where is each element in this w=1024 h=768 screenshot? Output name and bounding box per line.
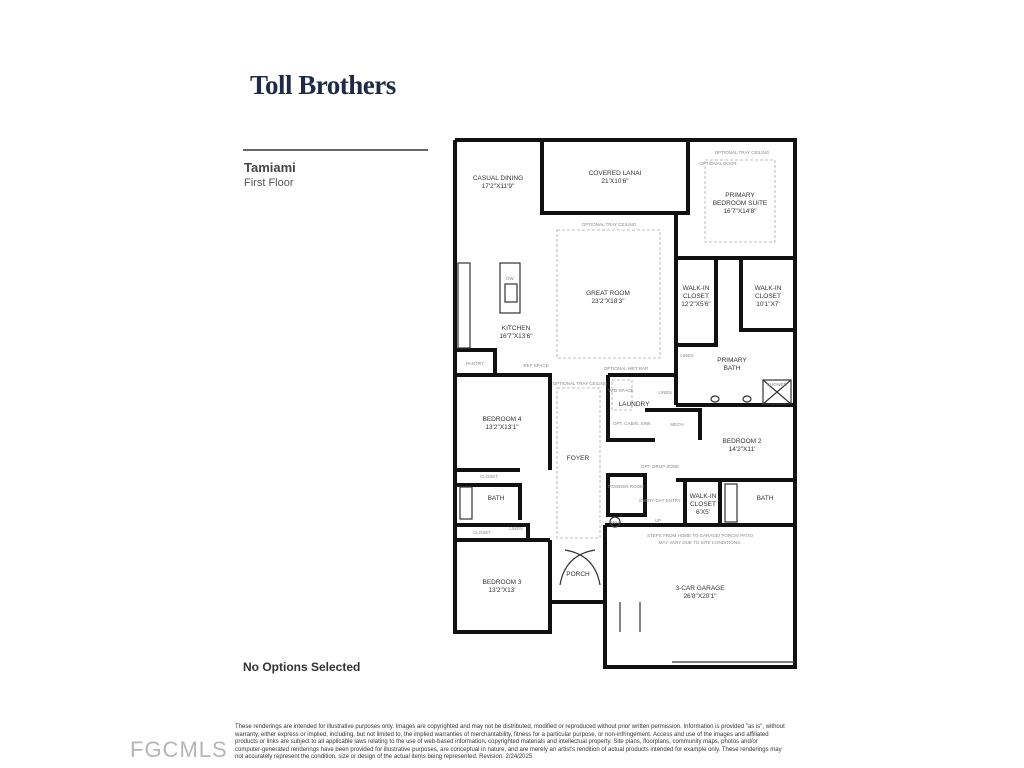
garage-note-1: STEPS FROM HOME TO GARAGE/ PORCH/ PATIO: [647, 533, 753, 538]
label-kitchen: KITCHEN: [502, 325, 531, 332]
label-everyday-entry: EVERY-DAY ENTRY: [639, 498, 681, 503]
size-kitchen: 16'7"X13'6": [499, 333, 533, 340]
disclaimer: These renderings are intended for illust…: [235, 724, 785, 760]
label-great-room: GREAT ROOM: [586, 290, 630, 297]
label-opt-drop: OPT. DROP ZONE: [641, 464, 679, 469]
label-ref-space: REF SPACE: [523, 363, 548, 368]
label-wd-space: W/D SPACE: [609, 388, 634, 393]
label-porch: PORCH: [566, 571, 590, 578]
size-garage: 26'8"X20'1": [683, 593, 717, 600]
label-walk-in-2b: CLOSET: [755, 293, 781, 300]
garage-note-2: MAY VARY DUE TO SITE CONDITIONS.: [659, 540, 741, 545]
label-walk-in-3b: CLOSET: [690, 501, 716, 508]
optional-outlines: [556, 159, 776, 539]
label-linen-1: LINEN: [680, 353, 693, 358]
walls: [453, 138, 797, 669]
label-walk-in-1: WALK-IN: [683, 285, 710, 292]
floor-label: First Floor: [244, 177, 294, 189]
size-bedroom-3: 13'2"X13': [488, 587, 515, 594]
note-wet-bar: OPTIONAL WET BAR: [604, 366, 649, 371]
label-linen-2: LINEN: [658, 390, 671, 395]
label-pantry: PANTRY: [466, 361, 484, 366]
label-linen-3: LINEN: [509, 526, 522, 531]
label-dw: DW: [506, 276, 514, 281]
label-closet-1: CLOSET: [480, 474, 498, 479]
size-walk-in-1: 12'2"X5'6": [681, 301, 711, 308]
note-tray-ceiling-foyer: OPTIONAL TRAY CEILING: [553, 381, 608, 386]
label-closet-2: CLOSET: [473, 530, 491, 535]
size-walk-in-2: 10'1"X7': [756, 301, 780, 308]
label-covered-lanai: COVERED LANAI: [589, 170, 642, 177]
label-primary-bath-2: BATH: [724, 365, 741, 372]
size-casual-dining: 17'2"X11'9": [482, 183, 515, 190]
label-primary-bath: PRIMARY: [717, 357, 747, 364]
label-garage: 3-CAR GARAGE: [675, 585, 725, 592]
label-laundry: LAUNDRY: [619, 401, 651, 408]
divider: [243, 149, 428, 151]
options-status: No Options Selected: [243, 660, 361, 674]
label-bedroom-3: BEDROOM 3: [482, 579, 521, 586]
label-mech: MECH: [670, 422, 683, 427]
watermark: FGCMLS: [130, 737, 228, 762]
label-walk-in-1b: CLOSET: [683, 293, 709, 300]
note-tray-ceiling-top: OPTIONAL TRAY CEILING: [715, 150, 770, 155]
size-bedroom-4: 13'2"X13'1": [485, 424, 519, 431]
label-powder-room: POWDER ROOM: [608, 484, 644, 489]
label-bath-left: BATH: [488, 495, 505, 502]
label-opt-cabinet: OPT. CABIN. SINK: [613, 421, 651, 426]
small-labels: OPTIONAL TRAY CEILING OPTIONAL DOOR OPTI…: [466, 150, 788, 545]
toll-brothers-logo: Toll Brothers: [250, 70, 396, 100]
label-walk-in-2: WALK-IN: [755, 285, 782, 292]
label-bath-right: BATH: [757, 495, 774, 502]
label-bedroom-2: BEDROOM 2: [722, 438, 761, 445]
label-walk-in-3: WALK-IN: [690, 493, 717, 500]
label-casual-dining: CASUAL DINING: [473, 175, 523, 182]
fixtures: [457, 262, 795, 663]
label-wh: WH: [611, 520, 619, 525]
room-labels: CASUAL DINING 17'2"X11'9" COVERED LANAI …: [473, 170, 782, 600]
size-bedroom-2: 14'2"X11': [729, 446, 756, 453]
label-up: UP: [655, 518, 661, 523]
label-primary-suite-2: BEDROOM SUITE: [713, 200, 768, 207]
label-foyer: FOYER: [567, 455, 590, 462]
size-great-room: 23'2"X18'3": [591, 298, 625, 305]
size-primary-suite: 16'7"X14'8": [723, 208, 757, 215]
label-primary-suite: PRIMARY: [725, 192, 755, 199]
size-covered-lanai: 21'X10'6": [601, 178, 629, 185]
label-shower: SHOWER: [767, 382, 788, 387]
note-tray-ceiling-great: OPTIONAL TRAY CEILING: [582, 222, 637, 227]
label-bedroom-4: BEDROOM 4: [482, 416, 521, 423]
plan-name: Tamiami: [244, 160, 296, 175]
size-walk-in-3: 6'X5': [696, 509, 710, 516]
note-optional-door: OPTIONAL DOOR: [699, 161, 737, 166]
